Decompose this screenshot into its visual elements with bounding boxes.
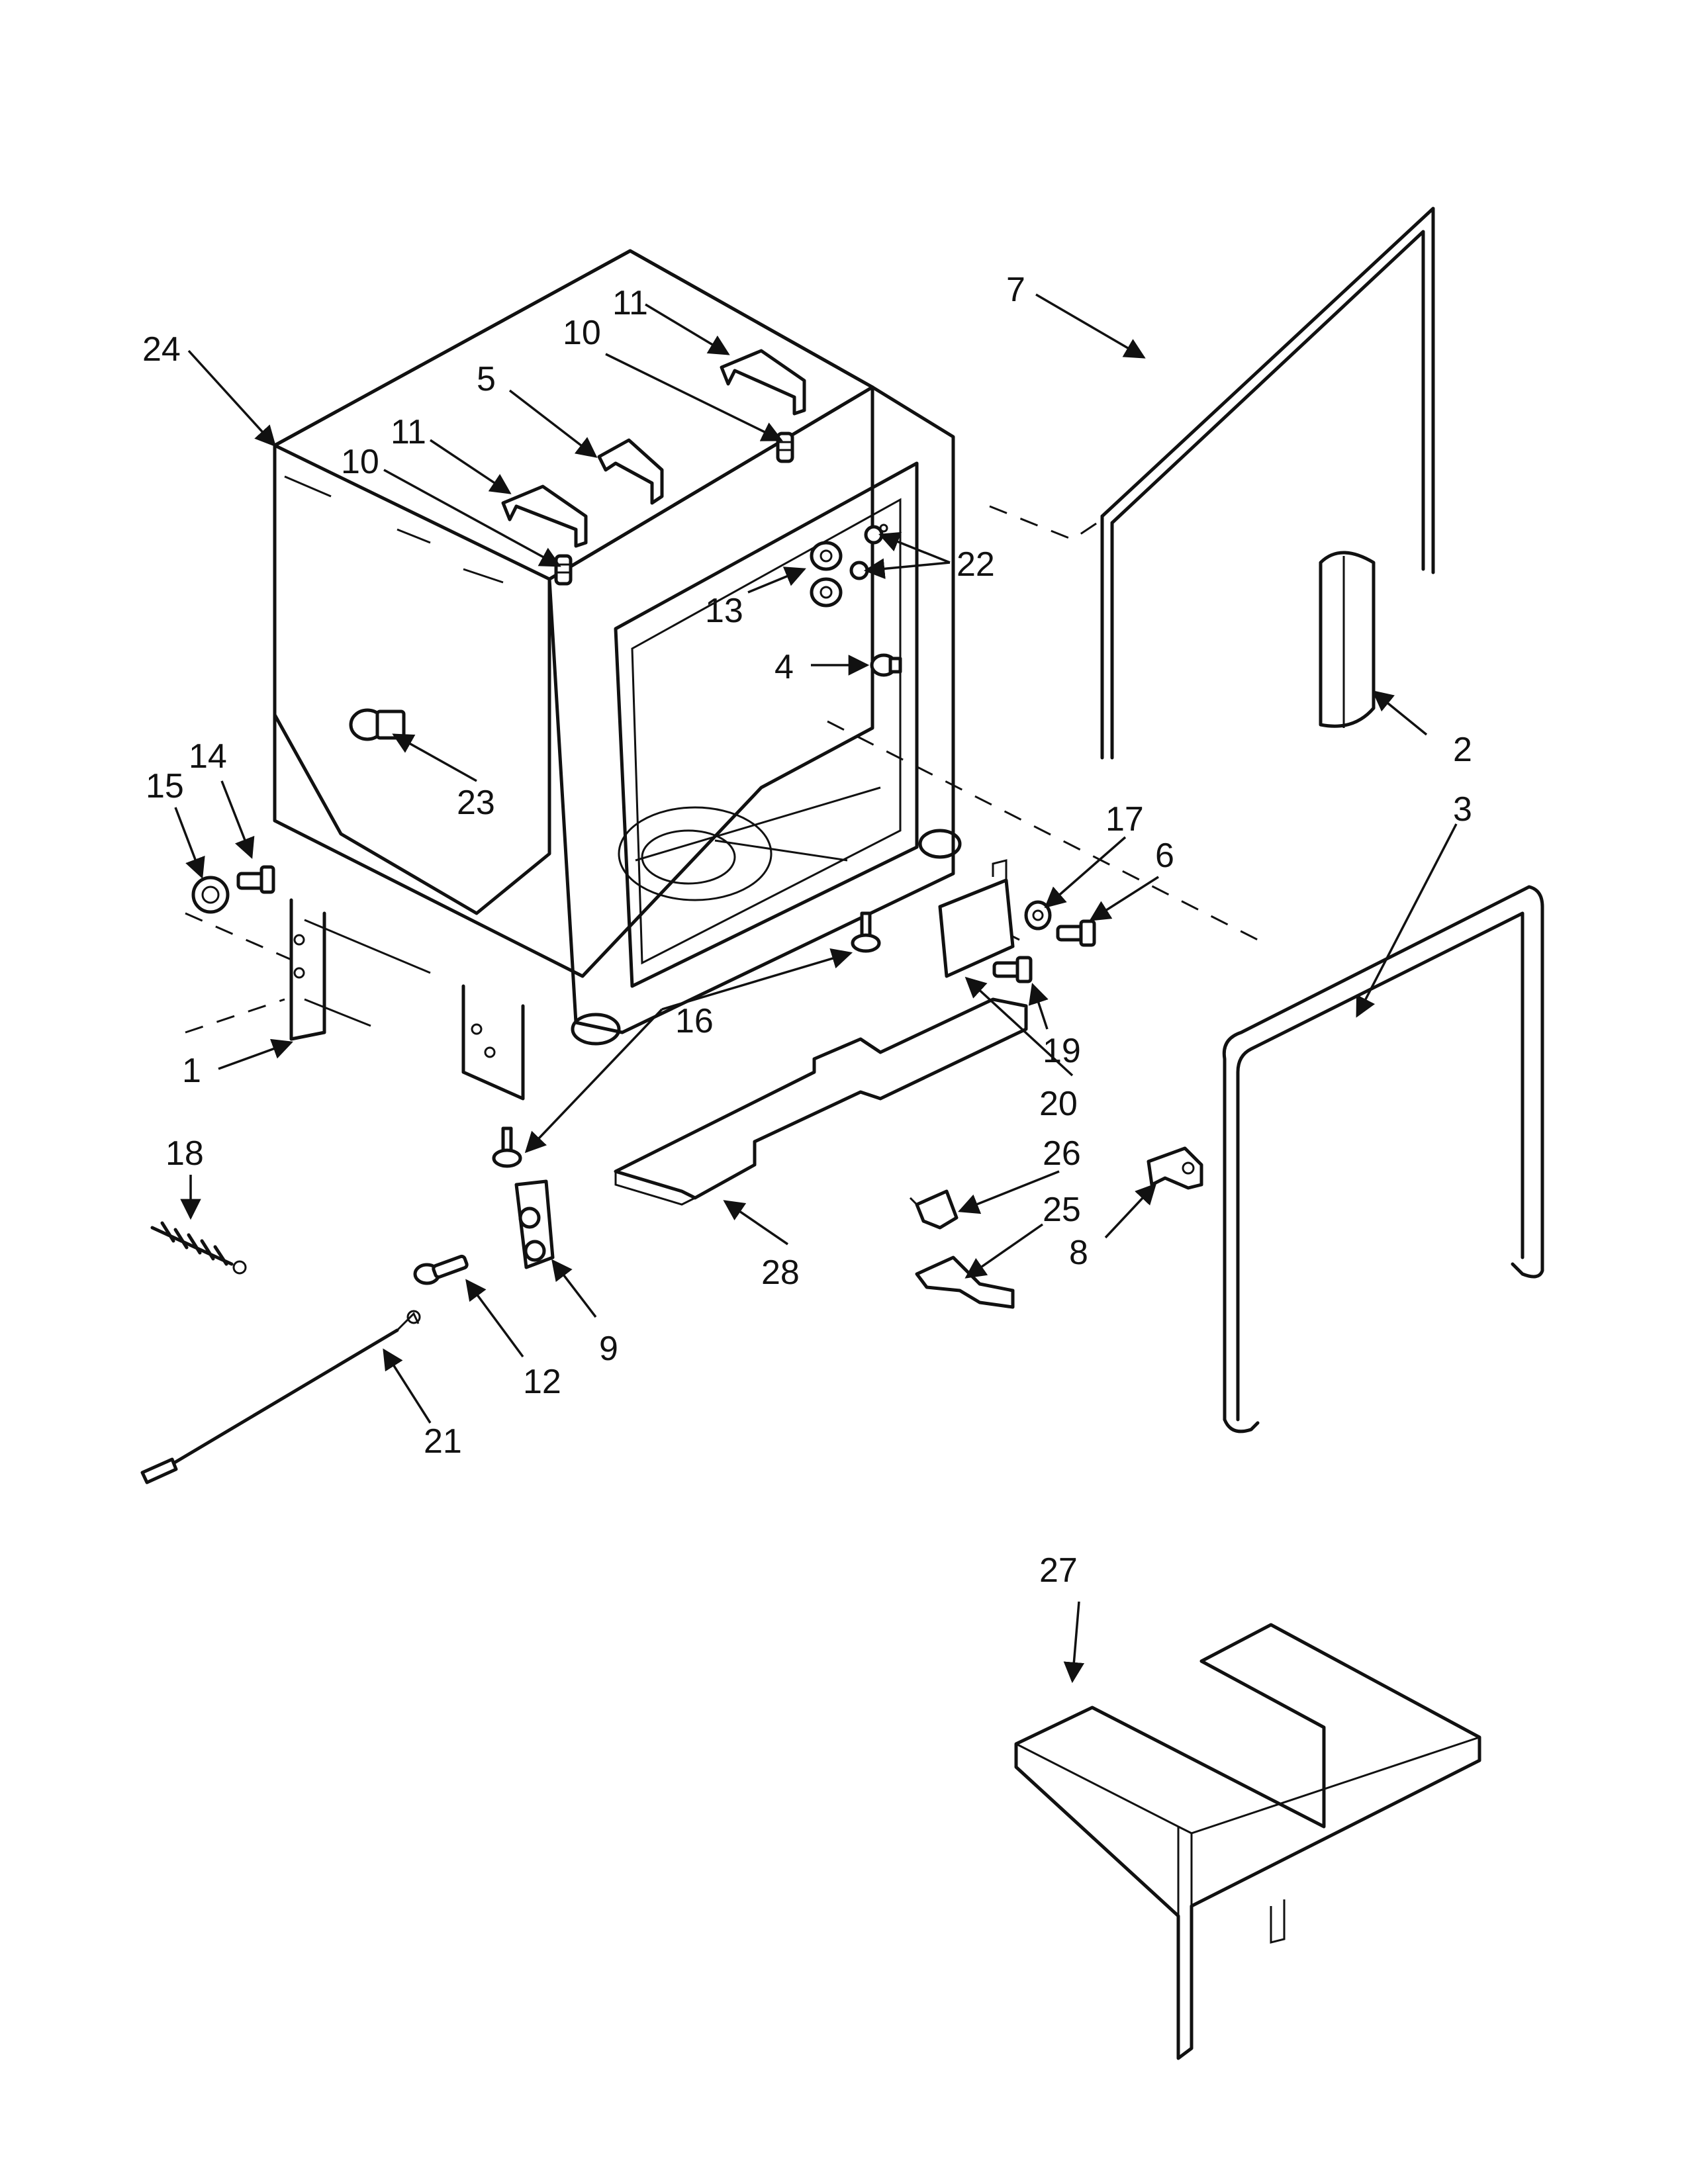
callout-10b: 10	[341, 443, 379, 481]
leader-21	[383, 1348, 432, 1424]
part-6-screw	[1056, 919, 1096, 947]
leader-lines	[174, 293, 1458, 1684]
part-27-insulation	[1014, 1623, 1481, 2060]
leader-9	[551, 1259, 597, 1318]
callout-9: 9	[599, 1330, 618, 1368]
part-7-door-gasket	[1100, 206, 1435, 760]
callout-8: 8	[1069, 1234, 1088, 1272]
leader-15	[174, 807, 205, 879]
callout-1: 1	[182, 1052, 201, 1090]
callout-17: 17	[1105, 800, 1144, 839]
callout-labels: 24 11 10 5 11 10 7 22 13 4 2 23 3 14 15 …	[142, 271, 1472, 1590]
part-15-wheel	[191, 876, 230, 914]
part-9-roller	[514, 1179, 555, 1269]
callout-11a: 11	[612, 284, 648, 322]
callout-14: 14	[189, 737, 227, 776]
callout-26: 26	[1043, 1134, 1081, 1173]
assembly-lines	[185, 505, 1258, 1034]
part-16-leveling-foot-left	[492, 1126, 522, 1168]
part-18-spring	[150, 1221, 247, 1275]
leader-6	[1089, 876, 1159, 921]
leader-26	[958, 1170, 1060, 1214]
leader-22a	[878, 531, 951, 564]
leader-5	[508, 389, 598, 458]
leader-16b	[524, 1008, 663, 1154]
part-3-tub-gasket	[1222, 885, 1544, 1433]
callout-20: 20	[1039, 1085, 1078, 1123]
leader-10b	[383, 469, 561, 567]
callout-11b: 11	[391, 413, 426, 451]
part-23-plug	[349, 708, 406, 741]
callout-5: 5	[477, 360, 496, 398]
callout-27: 27	[1039, 1551, 1078, 1590]
callout-25: 25	[1043, 1191, 1081, 1229]
part-10-screw-upper	[776, 432, 794, 463]
leader-22b	[863, 558, 951, 580]
part-21-cable	[140, 1310, 421, 1484]
part-11-hinge-bracket-lower	[501, 484, 588, 548]
tub-assembly	[273, 249, 962, 1101]
leader-20	[964, 976, 1074, 1077]
leader-14	[220, 780, 255, 859]
callout-21: 21	[424, 1422, 462, 1461]
leader-10a	[605, 353, 783, 441]
callout-13: 13	[705, 592, 743, 630]
part-8-clip	[1147, 1146, 1203, 1190]
callout-6: 6	[1155, 837, 1174, 875]
callout-16: 16	[675, 1002, 714, 1040]
part-11-hinge-bracket-upper	[720, 349, 806, 416]
part-20-bracket	[938, 859, 1015, 978]
leader-23	[392, 733, 477, 782]
callout-2: 2	[1453, 731, 1472, 769]
part-25-bracket	[915, 1255, 1015, 1309]
leader-25	[964, 1223, 1043, 1279]
callout-23: 23	[457, 784, 495, 822]
leader-17	[1044, 836, 1127, 909]
part-10-screw-lower	[554, 554, 573, 586]
leader-12	[465, 1279, 524, 1358]
leader-1	[218, 1038, 293, 1070]
callout-19: 19	[1043, 1032, 1081, 1070]
leader-16a	[661, 948, 853, 1011]
part-14-screw	[236, 865, 275, 894]
callout-4: 4	[774, 648, 794, 686]
part-16-leveling-foot-right	[851, 911, 881, 953]
part-4-plug	[870, 653, 902, 677]
callout-7: 7	[1006, 271, 1025, 309]
leader-19	[1028, 983, 1049, 1030]
part-26-clip	[909, 1189, 959, 1230]
leader-11b	[430, 439, 512, 494]
callout-22: 22	[957, 545, 995, 584]
part-2-seal	[1319, 551, 1376, 728]
leader-11a	[645, 303, 730, 355]
part-28-panel	[614, 997, 1028, 1206]
part-5-clip	[597, 438, 664, 505]
callout-3: 3	[1453, 790, 1472, 829]
part-12-screw	[413, 1254, 469, 1285]
leader-8	[1104, 1183, 1157, 1239]
leader-2	[1372, 690, 1428, 736]
callout-18: 18	[165, 1134, 204, 1173]
leader-28	[723, 1200, 788, 1246]
part-19-screw	[992, 956, 1033, 983]
leader-3	[1356, 823, 1458, 1018]
leader-27	[1063, 1601, 1085, 1684]
part-17-washer	[1024, 900, 1052, 931]
callout-15: 15	[146, 767, 184, 805]
leader-7	[1035, 293, 1146, 359]
callout-12: 12	[523, 1363, 561, 1401]
callout-28: 28	[761, 1253, 800, 1292]
callout-10a: 10	[563, 314, 601, 352]
callout-24: 24	[142, 330, 181, 369]
leader-13	[747, 567, 806, 594]
leader-24	[187, 349, 277, 447]
part-13-roller	[810, 541, 843, 608]
